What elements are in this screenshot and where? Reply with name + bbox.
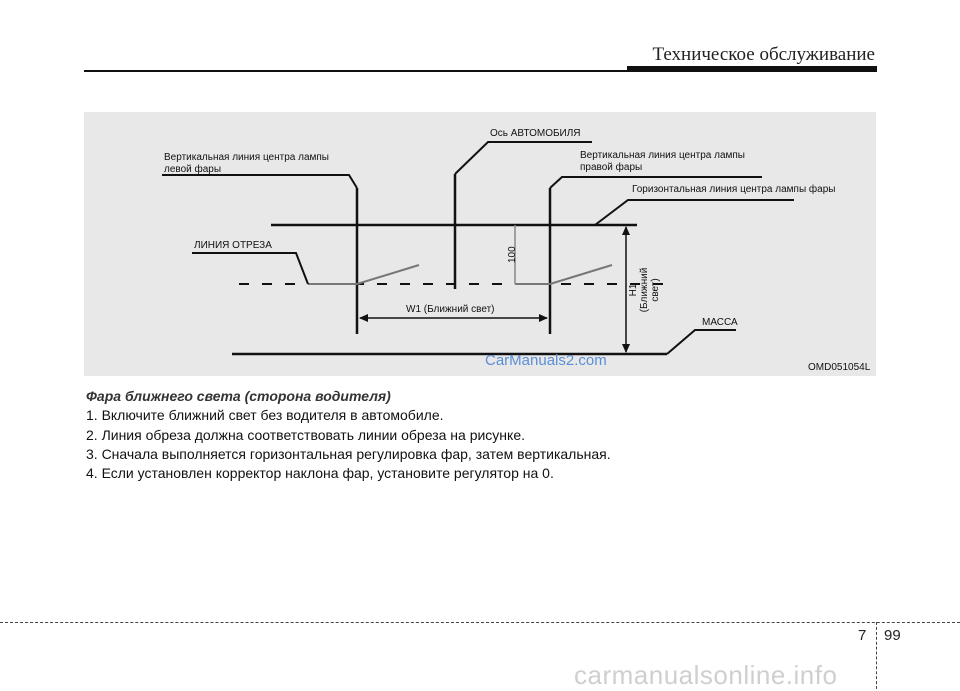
- cutoff-line-left: [308, 264, 420, 285]
- label-left-vertical-line1: Вертикальная линия центра лампы: [164, 152, 329, 163]
- leader-horizontal: [594, 199, 794, 226]
- header-rule: [84, 70, 627, 72]
- figure-code: OMD051054L: [808, 362, 871, 373]
- diagram-background: [84, 112, 876, 376]
- label-cutoff-line: ЛИНИЯ ОТРЕЗА: [194, 240, 272, 251]
- label-horizontal-line: Горизонтальная линия центра лампы фары: [632, 183, 835, 195]
- leader-cutoff: [192, 252, 309, 285]
- label-100: 100: [507, 246, 518, 263]
- instruction-step-2: 2. Линия обреза должна соответствовать л…: [86, 427, 525, 443]
- chapter-number: 7: [858, 627, 867, 644]
- label-right-vertical-line1: Вертикальная линия центра лампы: [580, 150, 745, 161]
- footer-divider: [876, 622, 877, 689]
- footer-site-watermark: carmanualsonline.info: [574, 660, 838, 690]
- h1-dimension-arrow: [622, 226, 630, 353]
- figure-caption-title: Фара ближнего света (сторона водителя): [86, 388, 391, 404]
- label-left-vertical-line2: левой фары: [164, 163, 221, 175]
- instruction-step-3: 3. Сначала выполняется горизонтальная ре…: [86, 446, 611, 462]
- leader-right-vertical: [549, 176, 762, 189]
- instruction-step-1: 1. Включите ближний свет без водителя в …: [86, 407, 444, 423]
- leader-axis: [454, 141, 592, 175]
- cutoff-line-right: [515, 264, 613, 285]
- watermark-text: CarManuals2.com: [485, 352, 607, 369]
- label-w1: W1 (Ближний свет): [406, 304, 494, 315]
- label-vehicle-axis: Ось АВТОМОБИЛЯ: [490, 128, 581, 139]
- header-rule-accent: [627, 66, 877, 72]
- label-mass: МАССА: [702, 317, 738, 328]
- leader-left-vertical: [162, 174, 358, 189]
- leader-mass: [666, 329, 736, 355]
- footer-rule: [0, 622, 960, 623]
- page-number: 99: [884, 627, 901, 644]
- instruction-step-4: 4. Если установлен корректор наклона фар…: [86, 465, 554, 481]
- label-h1-line1: H1: [628, 283, 639, 296]
- w1-dimension-arrow: [359, 314, 548, 322]
- label-h1-group: H1 (Ближний свет): [628, 268, 661, 313]
- label-h1-line2: (Ближний: [639, 268, 650, 313]
- headlight-aiming-diagram: Вертикальная линия центра лампы левой фа…: [84, 112, 876, 376]
- label-h1-line3: свет): [650, 278, 661, 301]
- label-right-vertical-line2: правой фары: [580, 161, 642, 173]
- section-title: Техническое обслуживание: [652, 44, 875, 65]
